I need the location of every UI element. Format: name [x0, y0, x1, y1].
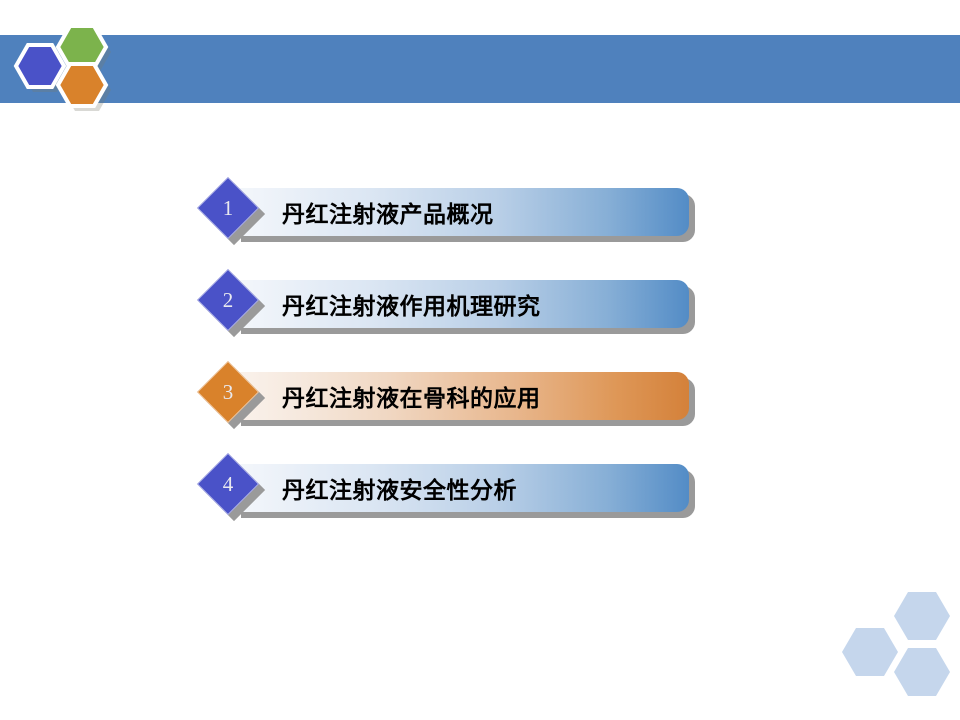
agenda-item-label: 丹红注射液在骨科的应用 [282, 385, 541, 411]
agenda-item-4[interactable]: 4 丹红注射液安全性分析 [0, 452, 960, 546]
agenda-bar [235, 280, 689, 328]
agenda-bar [235, 188, 689, 236]
agenda-item-3[interactable]: 3 丹红注射液在骨科的应用 [0, 360, 960, 454]
agenda-bar [235, 464, 689, 512]
orange-hexagon-shape [55, 62, 109, 108]
blue-hexagon-shape [13, 43, 67, 89]
agenda-list: 1 丹红注射液产品概况 2 丹红注射液作用机理研究 3 丹红注射液在骨科的应用 [0, 176, 960, 546]
agenda-bar [235, 372, 689, 420]
green-hexagon-shape [55, 24, 109, 70]
agenda-item-1[interactable]: 1 丹红注射液产品概况 [0, 176, 960, 270]
agenda-item-2[interactable]: 2 丹红注射液作用机理研究 [0, 268, 960, 362]
agenda-item-label: 丹红注射液作用机理研究 [282, 293, 541, 319]
agenda-item-label: 丹红注射液产品概况 [282, 201, 494, 227]
corner-hexagon-left [842, 628, 898, 676]
corner-hexagon-bottom [894, 648, 950, 696]
hexagon-logo [8, 12, 118, 117]
agenda-item-label: 丹红注射液安全性分析 [282, 477, 517, 503]
corner-hexagon-top [894, 592, 950, 640]
corner-hexagons [820, 588, 960, 720]
header-band [0, 35, 960, 103]
